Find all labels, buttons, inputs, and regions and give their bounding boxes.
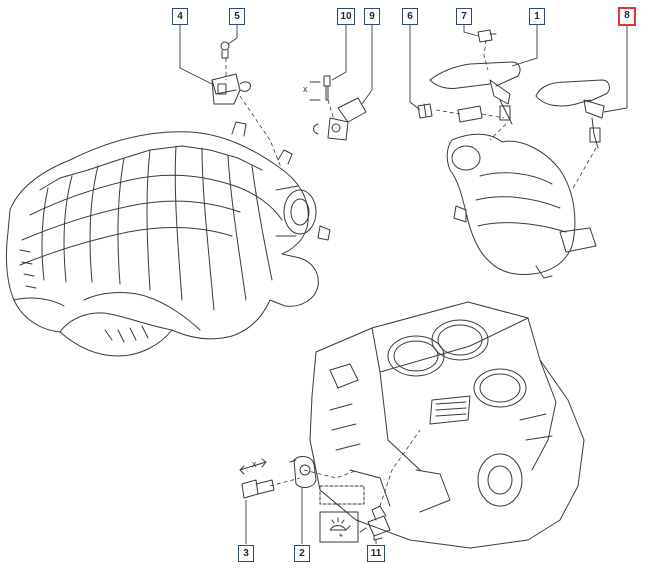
screw-part-5: [220, 41, 230, 59]
oil-warning-symbol: [319, 511, 359, 543]
connector-clip-part-6: [417, 103, 433, 119]
callout-9[interactable]: 9: [364, 8, 380, 25]
bolt-part-10: [309, 75, 331, 101]
callout-6[interactable]: 6: [402, 8, 418, 25]
callout-4[interactable]: 4: [172, 8, 188, 25]
assembly-lines: [225, 39, 597, 507]
dimension-x-label-top: x: [303, 84, 308, 94]
callout-5[interactable]: 5: [229, 8, 245, 25]
knock-sensor-part-2: [289, 456, 317, 488]
callout-11[interactable]: 11: [367, 545, 385, 562]
map-sensor-part-4: [211, 73, 251, 105]
callout-3[interactable]: 3: [238, 545, 254, 562]
intake-manifold: [5, 121, 331, 357]
callout-10[interactable]: 10: [337, 8, 355, 25]
oil-pressure-switch-part-11: [359, 505, 391, 541]
callout-2[interactable]: 2: [294, 545, 310, 562]
engine-block: [309, 301, 585, 549]
callout-1[interactable]: 1: [529, 8, 545, 25]
catalytic-converter: [446, 133, 597, 279]
leader-lines: [179, 24, 628, 544]
connector-part-7: [477, 29, 497, 43]
oxygen-sensor-upstream-part-1: [429, 61, 521, 125]
oxygen-sensor-downstream-part-8: [535, 79, 610, 149]
callout-8-selected[interactable]: 8: [618, 7, 636, 26]
dimension-x-label-bottom: x: [252, 459, 257, 469]
callout-7[interactable]: 7: [456, 8, 472, 25]
bolt-part-3: [239, 458, 275, 499]
gasket-part-plate: [457, 105, 483, 123]
cam-sensor-part-9: [313, 97, 367, 141]
